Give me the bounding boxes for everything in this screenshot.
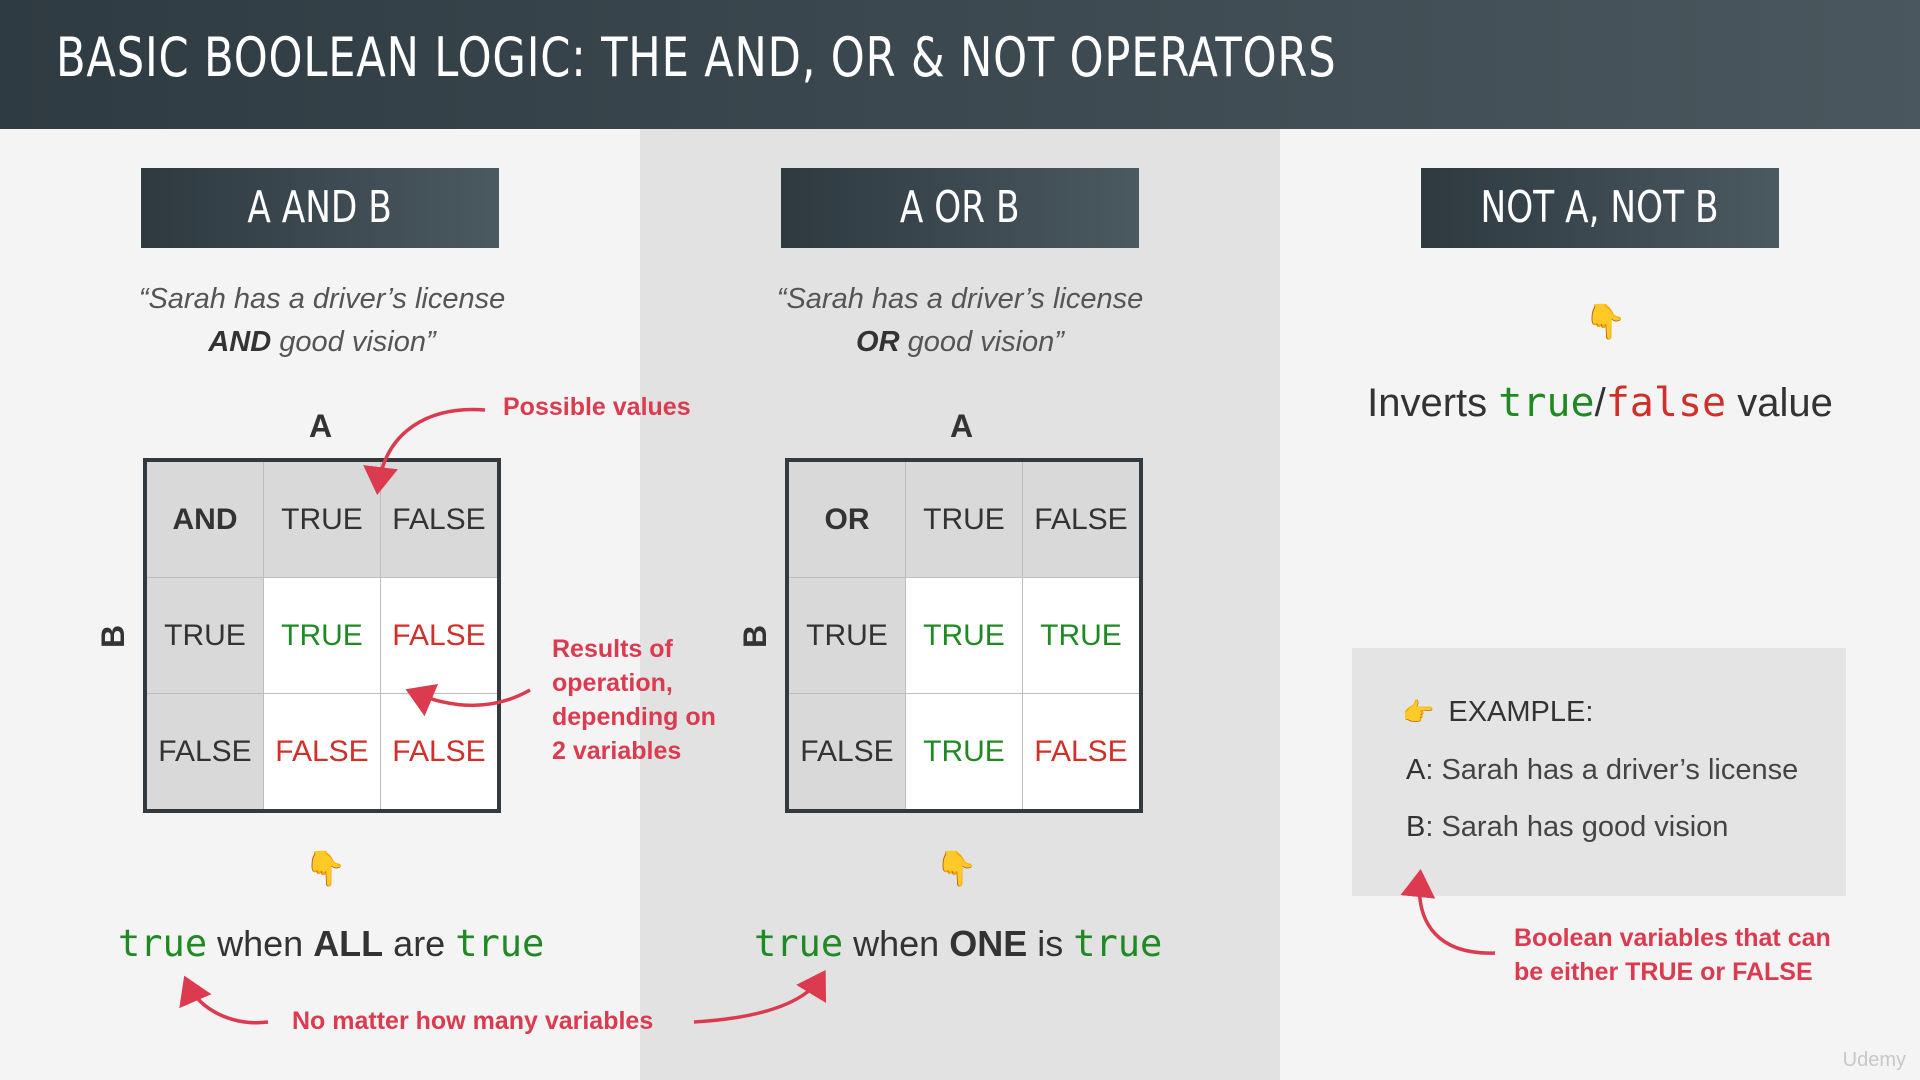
example-line-b: B: Sarah has good vision — [1406, 811, 1728, 844]
udemy-watermark: Udemy — [1842, 1049, 1906, 1071]
and-quote-line2: AND good vision” — [102, 321, 542, 364]
example-line-b-text: : Sarah has good vision — [1425, 811, 1729, 843]
and-quote-line1: “Sarah has a driver’s license — [138, 283, 506, 315]
not-operator-box: NOT A, NOT B — [1421, 168, 1779, 248]
and-cell-false-true: FALSE — [263, 693, 381, 812]
not-description: Inverts true/false value — [1360, 380, 1840, 426]
not-kw-true: true — [1498, 380, 1595, 426]
annotation-results: Results of operation, depending on 2 var… — [552, 632, 716, 768]
table-row: OR TRUE FALSE — [786, 459, 1142, 578]
or-truth-table: OR TRUE FALSE TRUE TRUE TRUE FALSE TRUE … — [785, 458, 1143, 813]
and-cell-false-false: FALSE — [380, 693, 500, 812]
and-axis-a-label: A — [309, 408, 333, 444]
slide-title: BASIC BOOLEAN LOGIC: THE AND, OR & NOT O… — [56, 26, 1337, 89]
and-quote: “Sarah has a driver’s license AND good v… — [102, 278, 542, 364]
or-row-header-true: TRUE — [786, 577, 906, 694]
not-kw-false: false — [1605, 380, 1727, 426]
example-line-a-text: : Sarah has a driver’s license — [1425, 754, 1799, 786]
not-operator-label: NOT A, NOT B — [1481, 182, 1719, 233]
and-col-header-true: TRUE — [263, 459, 381, 578]
or-row-header-false: FALSE — [786, 693, 906, 812]
and-result-mid2: are — [383, 923, 456, 964]
or-result-kw2: true — [1073, 922, 1163, 965]
example-heading-text: EXAMPLE: — [1448, 696, 1594, 728]
annotation-results-line: Results of — [552, 635, 673, 663]
and-result-text: true when ALL are true — [118, 922, 544, 965]
not-text-after: value — [1726, 381, 1833, 425]
and-col-header-false: FALSE — [380, 459, 500, 578]
table-row: FALSE FALSE FALSE — [144, 693, 500, 812]
or-cell-false-true: TRUE — [905, 693, 1023, 812]
and-row-header-true: TRUE — [144, 577, 264, 694]
example-box: 👉 EXAMPLE: A: Sarah has a driver’s licens… — [1352, 648, 1846, 896]
annotation-boolean-vars-line: be either TRUE or FALSE — [1514, 958, 1813, 986]
and-axis-b-label: B — [95, 624, 132, 649]
or-result-kw1: true — [754, 922, 844, 965]
and-result-kw1: true — [118, 922, 208, 965]
and-row-header-false: FALSE — [144, 693, 264, 812]
table-row: AND TRUE FALSE — [144, 459, 500, 578]
or-quote-line1: “Sarah has a driver’s license — [776, 283, 1144, 315]
example-heading: 👉 EXAMPLE: — [1402, 696, 1593, 729]
or-operator-label: A OR B — [900, 182, 1020, 233]
and-quote-rest: good vision” — [271, 326, 436, 358]
or-result-emph: ONE — [949, 923, 1028, 964]
and-quote-keyword: AND — [208, 326, 272, 358]
table-row: TRUE TRUE FALSE — [144, 577, 500, 694]
or-cell-true-true: TRUE — [905, 577, 1023, 694]
or-result-mid2: is — [1027, 923, 1074, 964]
or-quote-keyword: OR — [856, 326, 900, 358]
or-cell-true-false: TRUE — [1022, 577, 1142, 694]
and-operator-label: A AND B — [247, 182, 393, 233]
or-table-corner: OR — [786, 459, 906, 578]
or-quote-rest: good vision” — [899, 326, 1064, 358]
annotation-possible-values: Possible values — [503, 393, 691, 421]
and-truth-table: AND TRUE FALSE TRUE TRUE FALSE FALSE FAL… — [143, 458, 501, 813]
or-col-header-true: TRUE — [905, 459, 1023, 578]
or-result-mid1: when — [843, 923, 950, 964]
pointing-down-icon: 👇 — [1584, 303, 1627, 341]
and-cell-true-true: TRUE — [263, 577, 381, 694]
or-axis-a-label: A — [950, 408, 974, 444]
example-line-b-key: B — [1406, 811, 1426, 843]
or-col-header-false: FALSE — [1022, 459, 1142, 578]
not-text-before: Inverts — [1367, 381, 1499, 425]
and-table-corner: AND — [144, 459, 264, 578]
or-axis-b-label: B — [737, 624, 774, 649]
and-cell-true-false: FALSE — [380, 577, 500, 694]
annotation-results-line: 2 variables — [552, 737, 682, 765]
header-bar: BASIC BOOLEAN LOGIC: THE AND, OR & NOT O… — [0, 0, 1920, 129]
annotation-boolean-vars-line: Boolean variables that can — [1514, 924, 1831, 952]
arrow-no-matter-left — [179, 975, 269, 1025]
pointing-down-icon: 👇 — [935, 850, 978, 888]
example-line-a: A: Sarah has a driver’s license — [1406, 754, 1798, 787]
or-operator-box: A OR B — [781, 168, 1139, 248]
and-operator-box: A AND B — [141, 168, 499, 248]
annotation-results-line: operation, — [552, 669, 673, 697]
and-result-kw2: true — [455, 922, 545, 965]
and-result-mid1: when — [207, 923, 314, 964]
annotation-boolean-vars: Boolean variables that can be either TRU… — [1514, 921, 1831, 989]
or-cell-false-false: FALSE — [1022, 693, 1142, 812]
and-result-emph: ALL — [313, 923, 384, 964]
annotation-results-line: depending on — [552, 703, 716, 731]
not-slash: / — [1594, 381, 1606, 425]
pointing-right-icon: 👉 — [1402, 697, 1435, 727]
annotation-no-matter: No matter how many variables — [292, 1007, 654, 1035]
or-quote: “Sarah has a driver’s license OR good vi… — [740, 278, 1180, 364]
pointing-down-icon: 👇 — [304, 850, 347, 888]
or-result-text: true when ONE is true — [754, 922, 1162, 965]
or-quote-line2: OR good vision” — [740, 321, 1180, 364]
table-row: FALSE TRUE FALSE — [786, 693, 1142, 812]
table-row: TRUE TRUE TRUE — [786, 577, 1142, 694]
example-line-a-key: A — [1406, 754, 1426, 786]
